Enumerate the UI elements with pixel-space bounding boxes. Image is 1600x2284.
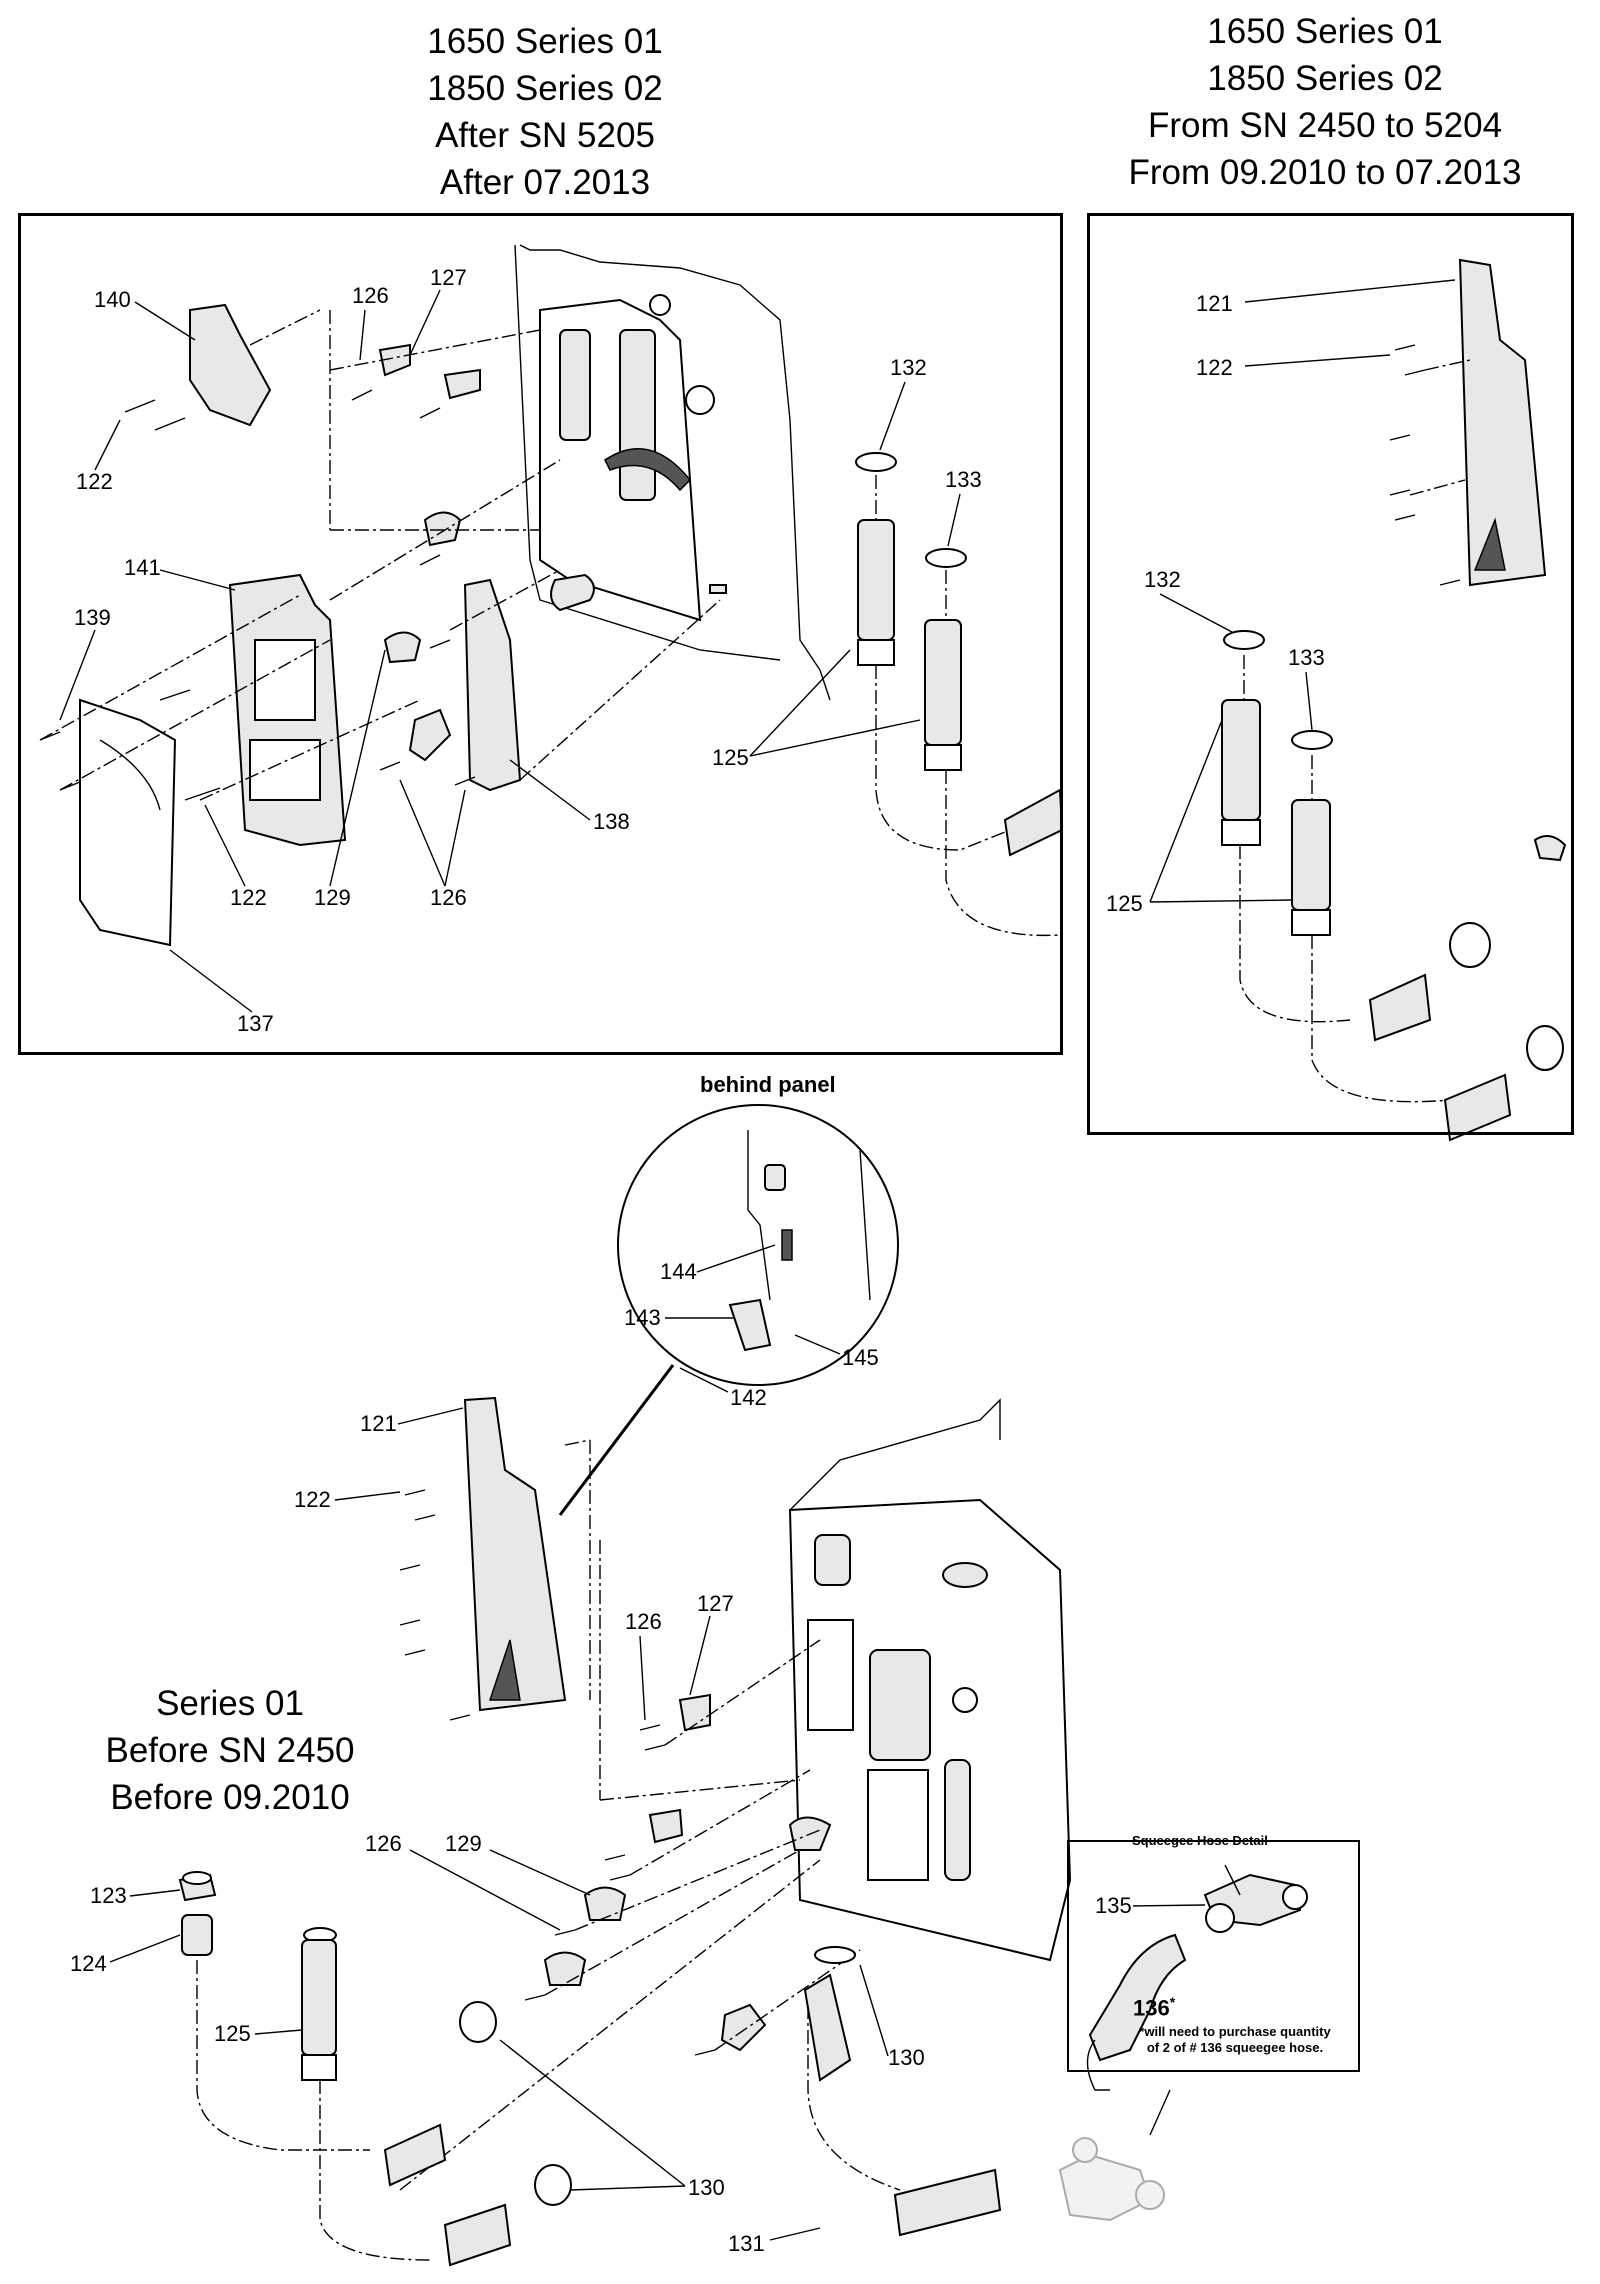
callout-144: 144 (660, 1259, 697, 1284)
callout-126: 126 (352, 283, 389, 308)
squeegee-detail-artwork (1086, 1864, 1308, 2091)
callout-125: 125 (1106, 891, 1143, 916)
heading-top-left: 1650 Series 01 1850 Series 02 After SN 5… (370, 18, 720, 206)
callout-136-number: 136 (1133, 1995, 1170, 2021)
note-line: of 2 of # 136 squeegee hose. (1146, 2040, 1324, 2055)
callout-125: 125 (712, 745, 749, 770)
callout-122: 122 (230, 885, 267, 910)
callout-137: 137 (237, 1011, 274, 1036)
callout-122: 122 (76, 469, 113, 494)
callout-132: 132 (1144, 567, 1181, 592)
panel-b-frame (1087, 213, 1574, 1135)
panel-a-frame (18, 213, 1063, 1055)
callout-139: 139 (74, 605, 111, 630)
callout-127: 127 (430, 265, 467, 290)
callout-136: 136* (1133, 1990, 1175, 2020)
callout-129: 129 (445, 1831, 482, 1856)
callout-140: 140 (94, 287, 131, 312)
panel-a-artwork (39, 244, 1064, 947)
callout-131: 131 (728, 2231, 765, 2256)
callout-142: 142 (730, 1385, 767, 1410)
heading-line: After SN 5205 (435, 116, 655, 155)
panel-b-artwork (1221, 258, 1567, 1142)
callout-126: 126 (430, 885, 467, 910)
heading-line: From 09.2010 to 07.2013 (1128, 153, 1522, 192)
squeegee-detail-note: *will need to purchase quantity of 2 of … (1120, 2024, 1350, 2056)
callout-126: 126 (365, 1831, 402, 1856)
heading-line: 1650 Series 01 (427, 22, 663, 61)
heading-line: Before 09.2010 (110, 1778, 350, 1817)
squeegee-y-fitting-ghost (1058, 2137, 1165, 2222)
heading-line: Series 01 (156, 1684, 304, 1723)
squeegee-detail-frame (1067, 1840, 1360, 2072)
callout-124: 124 (70, 1951, 107, 1976)
heading-top-right: 1650 Series 01 1850 Series 02 From SN 24… (1085, 8, 1565, 196)
note-line: *will need to purchase quantity (1139, 2024, 1331, 2039)
callout-127: 127 (697, 1591, 734, 1616)
heading-line: Before SN 2450 (105, 1731, 355, 1770)
callout-121: 121 (360, 1411, 397, 1436)
callout-126: 126 (625, 1609, 662, 1634)
callout-132: 132 (890, 355, 927, 380)
callout-129: 129 (314, 885, 351, 910)
heading-bottom-left: Series 01 Before SN 2450 Before 09.2010 (60, 1680, 400, 1821)
callout-122: 122 (1196, 355, 1233, 380)
callout-133: 133 (1288, 645, 1325, 670)
callout-141: 141 (124, 555, 161, 580)
behind-panel-artwork (558, 1104, 899, 1516)
callout-123: 123 (90, 1883, 127, 1908)
heading-line: After 07.2013 (439, 163, 651, 202)
callout-136-asterisk: * (1169, 1994, 1176, 2010)
heading-line: 1850 Series 02 (427, 69, 663, 108)
callout-130: 130 (688, 2175, 725, 2200)
callout-133: 133 (945, 467, 982, 492)
heading-line: From SN 2450 to 5204 (1147, 106, 1503, 145)
callout-122: 122 (294, 1487, 331, 1512)
callout-130: 130 (888, 2045, 925, 2070)
callout-125: 125 (214, 2021, 251, 2046)
lower-assembly-artwork (178, 1396, 1171, 2267)
callout-145: 145 (842, 1345, 879, 1370)
behind-panel-title: behind panel (700, 1072, 836, 1097)
callout-121: 121 (1196, 291, 1233, 316)
squeegee-detail-title: Squeegee Hose Detail (1132, 1833, 1268, 1848)
callout-143: 143 (624, 1305, 661, 1330)
heading-line: 1650 Series 01 (1207, 12, 1443, 51)
callout-135: 135 (1095, 1893, 1132, 1918)
callout-138: 138 (593, 809, 630, 834)
heading-line: 1850 Series 02 (1207, 59, 1443, 98)
